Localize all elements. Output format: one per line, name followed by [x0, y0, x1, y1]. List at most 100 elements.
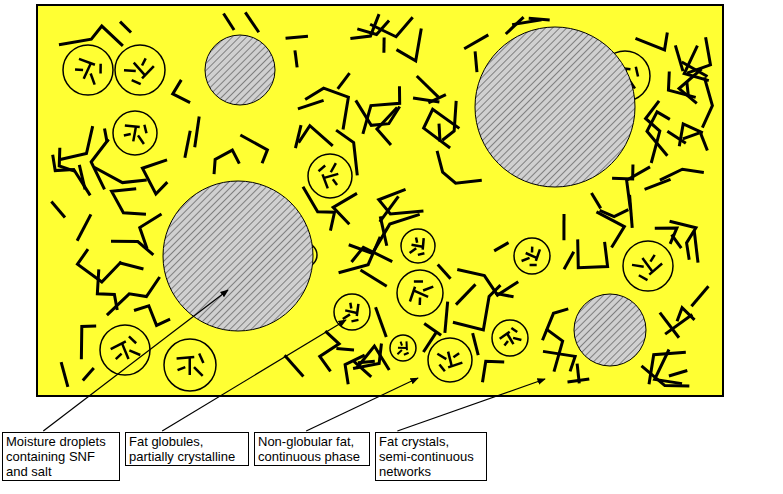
globule-crystal	[131, 127, 138, 141]
fat-crystal	[357, 346, 390, 370]
fat-crystal	[173, 80, 190, 103]
fat-crystal	[445, 302, 448, 333]
fat-crystal	[437, 151, 482, 183]
globule-crystal	[343, 313, 350, 321]
fat-crystal	[591, 193, 600, 208]
globule-outline	[308, 154, 352, 198]
fat-crystal	[424, 323, 441, 335]
globule-crystal	[129, 348, 140, 357]
fat-globule	[514, 238, 550, 274]
globule-outline	[113, 111, 157, 155]
fat-crystal	[635, 32, 667, 49]
fat-globule	[492, 320, 528, 356]
globule-outline	[63, 45, 113, 95]
fat-crystal	[665, 314, 692, 334]
globule-crystal	[397, 349, 401, 355]
fat-crystal	[417, 76, 439, 97]
globule-crystal	[96, 64, 105, 74]
globule-crystal	[87, 73, 99, 84]
fat-crystal	[81, 326, 96, 359]
fat-crystal	[338, 73, 350, 89]
fat-crystal	[506, 17, 524, 34]
fat-crystal	[376, 307, 387, 337]
fat-crystal	[457, 270, 518, 296]
fat-crystal	[94, 167, 147, 182]
fat-globule	[115, 45, 165, 95]
fat-crystal	[140, 214, 162, 249]
moisture-droplet	[574, 294, 646, 366]
fat-crystal	[97, 269, 117, 310]
moisture-droplet	[475, 27, 635, 187]
fat-crystal	[494, 243, 508, 251]
fat-crystal	[51, 202, 65, 218]
fat-crystal	[482, 361, 504, 382]
fat-globule	[428, 338, 472, 382]
fat-crystal	[299, 126, 333, 146]
fat-globule	[100, 325, 150, 375]
fat-crystal	[596, 212, 624, 248]
fat-crystal	[668, 72, 695, 98]
fat-crystal	[649, 352, 686, 384]
globule-outline	[428, 338, 472, 382]
globule-crystal	[400, 342, 403, 346]
fat-crystal	[691, 286, 708, 306]
globule-crystal	[324, 174, 339, 178]
fat-crystal	[382, 37, 385, 52]
fat-crystal	[245, 12, 258, 32]
globule-crystal	[136, 135, 146, 144]
globule-crystal	[333, 179, 337, 185]
globule-crystal	[503, 341, 509, 346]
globule-outline	[397, 270, 443, 316]
fat-crystal	[185, 131, 190, 158]
globule-crystal	[318, 166, 326, 172]
label-box: Fat globules, partially crystalline	[125, 432, 249, 466]
globule-outline	[514, 238, 550, 274]
label-box: Non-globular fat, continuous phase	[254, 432, 370, 466]
globule-crystal	[198, 353, 205, 362]
globule-crystal	[414, 277, 423, 285]
leader-line	[306, 378, 418, 431]
fat-crystal	[224, 14, 235, 30]
label-text: Fat crystals, semi-continuous networks	[379, 434, 483, 479]
globule-crystal	[129, 335, 136, 344]
fat-crystal	[546, 329, 563, 372]
globule-crystal	[533, 249, 542, 261]
fat-crystal	[53, 155, 91, 196]
globule-crystal	[115, 354, 123, 360]
fat-crystal	[683, 133, 700, 139]
globule-crystal	[639, 273, 648, 283]
fat-crystal	[687, 81, 689, 95]
fat-crystal	[700, 133, 707, 151]
globule-crystal	[330, 163, 337, 172]
globule-crystal	[453, 353, 459, 357]
globule-crystal	[507, 333, 513, 345]
fat-crystal	[356, 100, 400, 125]
fat-crystal	[363, 86, 400, 134]
fat-crystal	[195, 117, 199, 148]
fat-crystal	[453, 285, 501, 330]
fat-crystal	[702, 77, 712, 127]
label-box: Fat crystals, semi-continuous networks	[375, 432, 487, 481]
fat-crystal	[59, 26, 123, 46]
globule-crystal	[122, 343, 128, 360]
fat-crystal	[295, 125, 301, 148]
globule-crystal	[354, 304, 361, 316]
fat-globule	[164, 339, 216, 391]
fat-crystal	[442, 101, 456, 140]
fat-crystal	[660, 169, 704, 180]
leader-line	[397, 379, 545, 431]
globule-crystal	[513, 335, 521, 342]
globule-crystal	[412, 243, 423, 248]
fat-crystal	[91, 139, 108, 189]
fat-globule	[308, 154, 352, 198]
fat-crystal	[495, 293, 513, 296]
fat-crystal	[379, 189, 424, 214]
globule-crystal	[75, 66, 83, 73]
fat-crystal	[646, 101, 660, 163]
fat-crystal	[630, 195, 633, 228]
globule-crystal	[632, 261, 644, 271]
globule-crystal	[649, 255, 657, 262]
fat-crystal	[669, 371, 687, 376]
globule-crystal	[132, 77, 141, 87]
fat-crystal	[360, 270, 386, 286]
